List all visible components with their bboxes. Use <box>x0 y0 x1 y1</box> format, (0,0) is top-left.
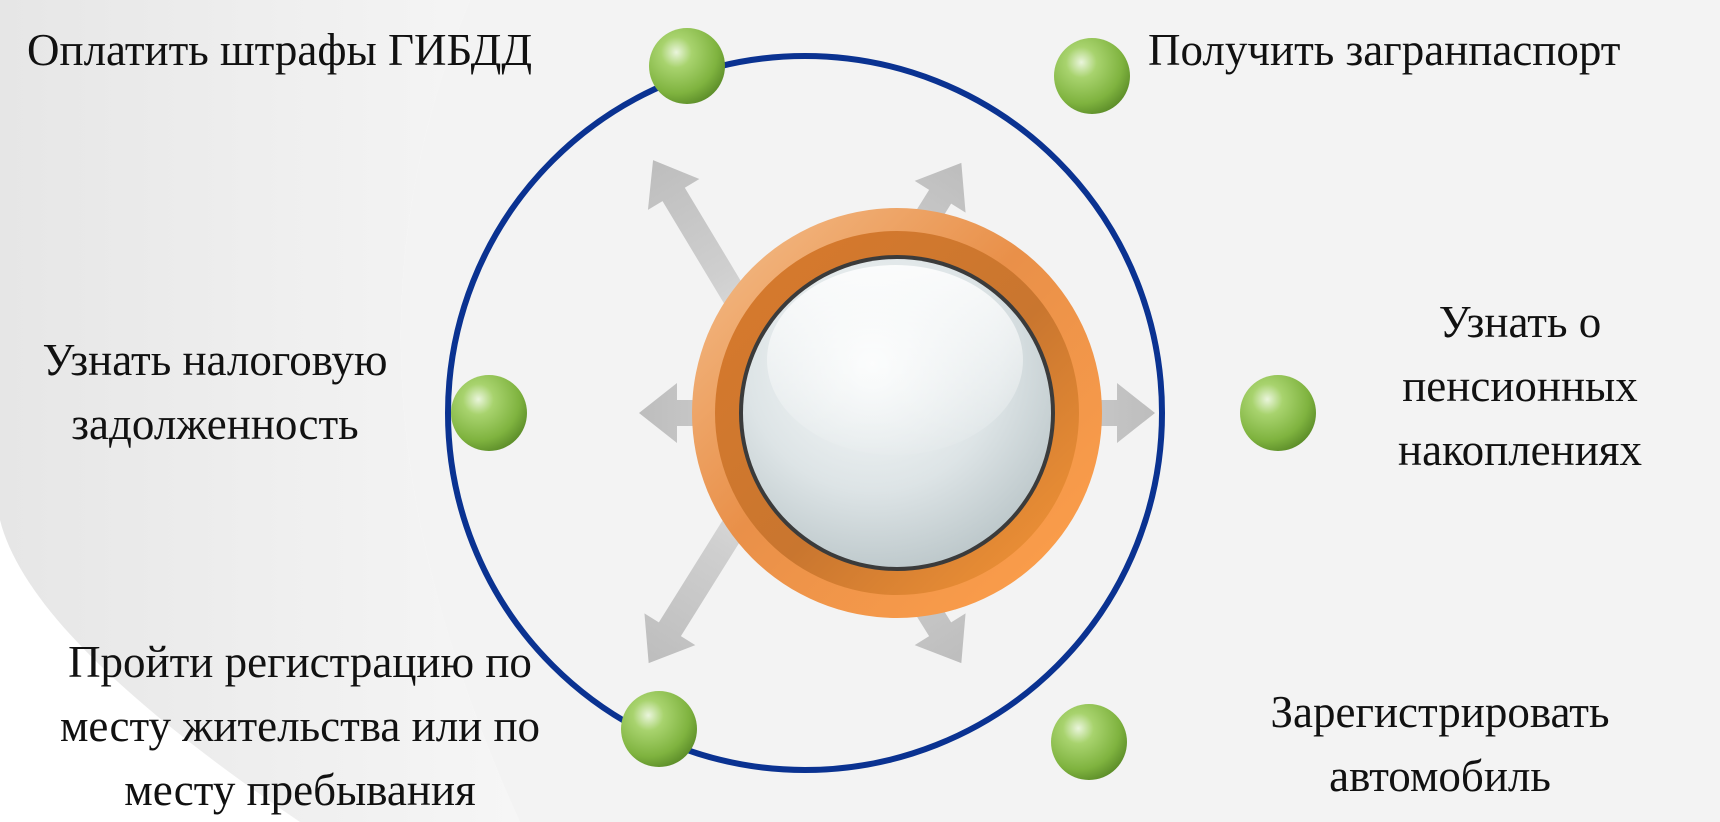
label-right-line-1: Узнать о <box>1438 297 1602 347</box>
label-top-left-line-1: Оплатить штрафы ГИБДД <box>27 25 533 75</box>
label-top-left: Оплатить штрафы ГИБДД <box>27 18 532 82</box>
node-bottom-left <box>621 691 697 767</box>
background-swoosh <box>0 0 520 822</box>
label-right-line-2: пенсионных <box>1402 361 1638 411</box>
label-left-line-1: Узнать налоговую <box>42 335 388 385</box>
outer-ring <box>445 53 1165 773</box>
node-top-right <box>1054 38 1130 114</box>
label-right-line-3: накоплениях <box>1397 425 1642 475</box>
center-hub <box>692 208 1102 618</box>
node-left <box>451 375 527 451</box>
label-bottom-right-line-2: автомобиль <box>1329 751 1551 801</box>
label-bottom-left: Пройти регистрацию по месту жительства и… <box>0 630 600 822</box>
label-right: Узнать о пенсионных накоплениях <box>1352 290 1688 482</box>
node-bottom-right <box>1051 704 1127 780</box>
node-right <box>1240 375 1316 451</box>
nodes <box>451 28 1316 780</box>
label-left: Узнать налоговую задолженность <box>0 328 430 456</box>
label-bottom-left-line-2: месту жительства или по <box>59 701 541 751</box>
label-bottom-right: Зарегистрировать автомобиль <box>1200 680 1680 808</box>
label-bottom-left-line-1: Пройти регистрацию по <box>68 637 532 687</box>
label-top-right: Получить загранпаспорт <box>1148 18 1620 82</box>
node-top-left <box>649 28 725 104</box>
label-left-line-2: задолженность <box>71 399 359 449</box>
label-bottom-right-line-1: Зарегистрировать <box>1270 687 1610 737</box>
label-top-right-line-1: Получить загранпаспорт <box>1148 25 1621 75</box>
hub-glass-highlight <box>767 265 1023 455</box>
label-bottom-left-line-3: месту пребывания <box>124 765 476 815</box>
